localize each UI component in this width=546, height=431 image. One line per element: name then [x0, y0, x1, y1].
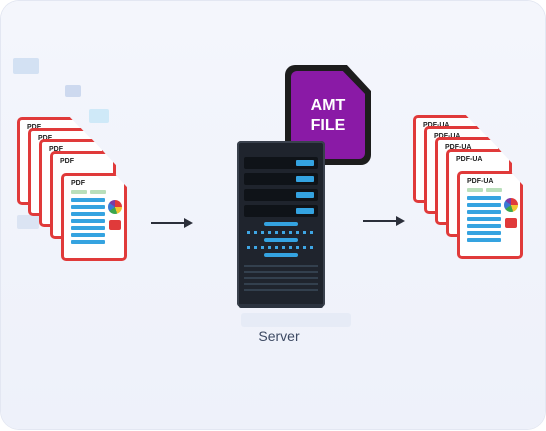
seal-icon	[109, 220, 121, 230]
amt-file-line2: FILE	[310, 117, 346, 134]
doc-text-line	[71, 205, 105, 209]
doc-text-line	[71, 240, 105, 244]
doc-text-line	[467, 196, 501, 200]
server-drive-slot	[244, 157, 318, 169]
amt-file-line1: AMT	[310, 97, 346, 114]
doc-text-line	[71, 212, 105, 216]
doc-header-bar	[467, 188, 483, 192]
decor-square	[89, 109, 109, 123]
doc-text-line	[467, 224, 501, 228]
pdf-ua-label: PDF-UA	[456, 156, 483, 163]
pdf-label: PDF	[38, 135, 52, 142]
pdf-ua-label: PDF-UA	[445, 144, 472, 151]
doc-text-line	[467, 210, 501, 214]
pie-chart-icon	[504, 198, 518, 212]
server-vent	[244, 271, 318, 273]
server-panel-led	[264, 238, 298, 242]
server-icon	[237, 141, 325, 307]
pdf-ua-label: PDF-UA	[423, 122, 450, 129]
pdf-ua-document-stack: PDF-UA PDF-UA PDF-UA PDF-UA PDF-UA	[413, 115, 533, 265]
decor-square	[17, 215, 39, 229]
decor-square	[65, 85, 81, 97]
server-caption: Server	[258, 328, 300, 344]
drive-led	[296, 160, 314, 166]
server-vent	[244, 277, 318, 279]
doc-header-bar	[486, 188, 502, 192]
doc-text-line	[467, 231, 501, 235]
doc-header-bar	[71, 190, 87, 194]
doc-text-line	[467, 203, 501, 207]
drive-led	[296, 208, 314, 214]
decor-square	[13, 58, 39, 74]
server-vent	[244, 289, 318, 291]
pdf-label: PDF	[49, 146, 63, 153]
pdf-label: PDF	[71, 180, 85, 187]
arrow-right-icon	[363, 216, 405, 226]
doc-text-line	[467, 238, 501, 242]
pdf-ua-label: PDF-UA	[434, 133, 461, 140]
arrow-right-icon	[151, 218, 193, 228]
server-panel-led	[264, 222, 298, 226]
doc-text-line	[467, 217, 501, 221]
server-base	[239, 304, 323, 308]
pdf-document-front: PDF	[61, 173, 127, 261]
drive-led	[296, 192, 314, 198]
seal-icon	[505, 218, 517, 228]
server-indicator-row	[247, 246, 315, 249]
server-panel-led	[264, 253, 298, 257]
pdf-document-stack: PDF PDF PDF PDF PDF	[17, 117, 137, 267]
doc-text-line	[71, 219, 105, 223]
doc-text-line	[71, 233, 105, 237]
pdf-ua-document-front: PDF-UA	[457, 171, 523, 259]
doc-text-line	[71, 226, 105, 230]
drive-led	[296, 176, 314, 182]
pdf-label: PDF	[60, 158, 74, 165]
doc-text-line	[71, 198, 105, 202]
caption-highlight	[241, 313, 351, 327]
pdf-ua-label: PDF-UA	[467, 178, 494, 185]
server-vent	[244, 283, 318, 285]
pdf-label: PDF	[27, 124, 41, 131]
server-drive-slot	[244, 189, 318, 201]
doc-header-bar	[90, 190, 106, 194]
server-drive-slot	[244, 173, 318, 185]
server-drive-slot	[244, 205, 318, 217]
server-vent	[244, 265, 318, 267]
server-indicator-row	[247, 231, 315, 234]
pie-chart-icon	[108, 200, 122, 214]
